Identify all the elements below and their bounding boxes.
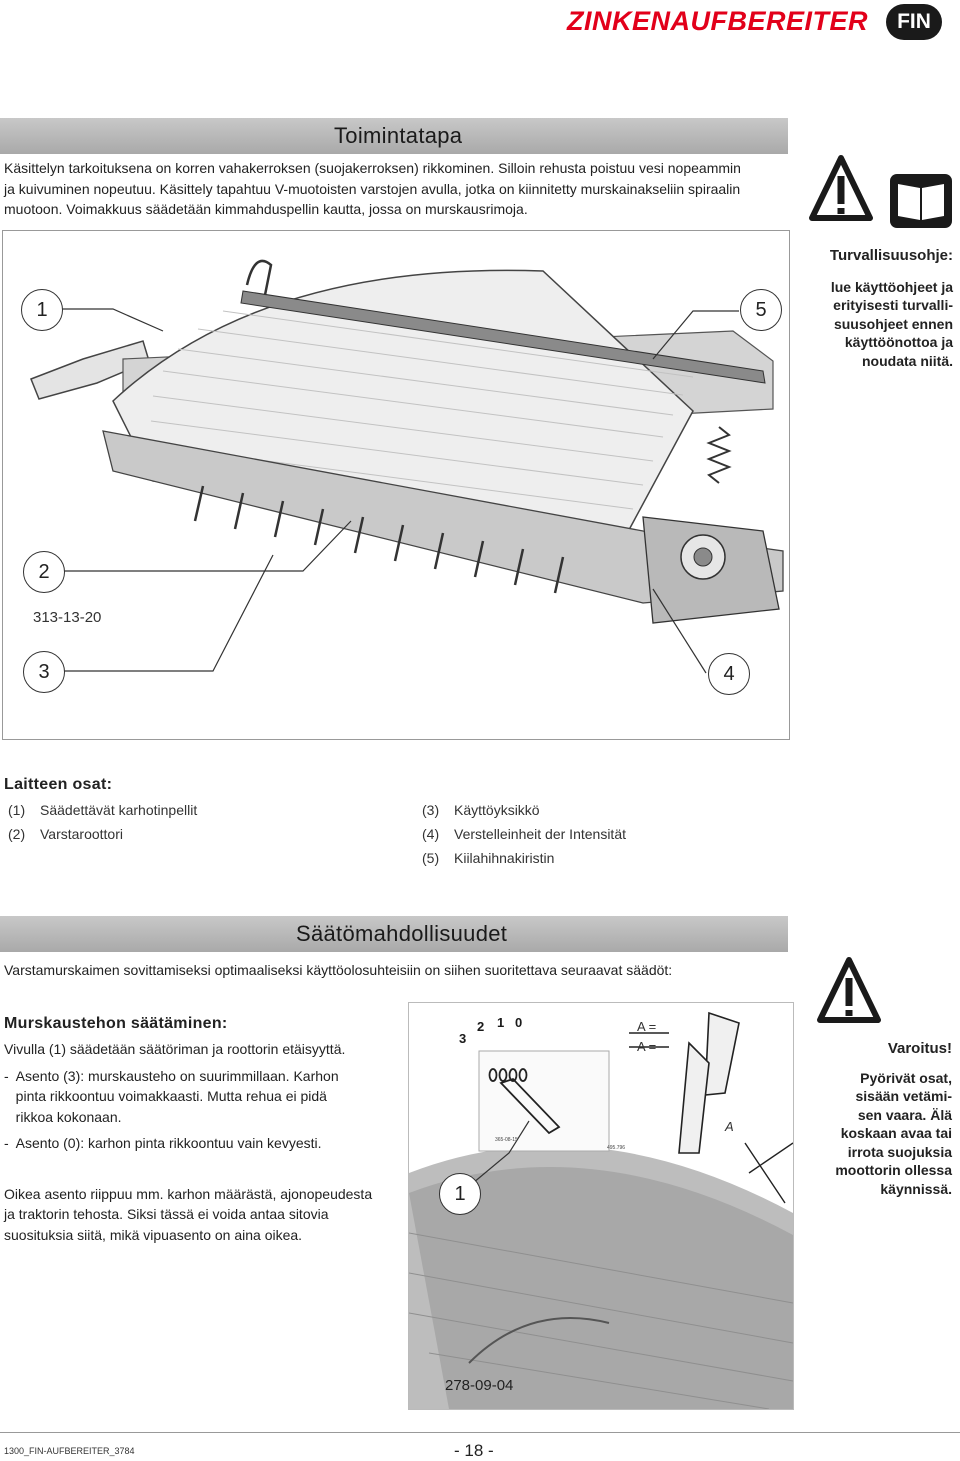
safety-note-title: Turvallisuusohje: <box>829 247 953 264</box>
inset-code-2: 495.796 <box>607 1145 626 1151</box>
safety-note-line: käyttöönottoa ja <box>844 334 953 350</box>
part-item-1: (1)Säädettävät karhotinpellit <box>8 802 198 818</box>
position-0-label: 0 <box>515 1015 523 1030</box>
safety-note-line: erityisesti turvalli- <box>833 297 953 313</box>
warning-triangle-icon <box>809 155 873 221</box>
intro-line: ja kuivuminen nopeutuu. Käsittely tapaht… <box>4 180 741 197</box>
position-2-label: 2 <box>477 1019 485 1034</box>
warning-line: sisään vetämi- <box>855 1088 953 1104</box>
language-badge: FIN <box>886 4 942 40</box>
adjust-bullet-2: - Asento (0): karhon pinta rikkoontuu va… <box>4 1135 322 1151</box>
intro-line: Käsittelyn tarkoituksena on korren vahak… <box>4 160 741 176</box>
adjust-bullet-1: - Asento (3): murskausteho on suurimmill… <box>4 1067 339 1125</box>
warning-triangle-icon <box>817 957 881 1023</box>
warning-line: Pyörivät osat, <box>860 1069 952 1086</box>
section2-intro: Varstamurskaimen sovittamiseksi optimaal… <box>4 962 673 978</box>
figure-intensity-adjust: 3 2 1 0 A = A = A 365-08-15 495.796 1 27… <box>408 1002 794 1410</box>
warning-line: koskaan avaa tai <box>840 1125 952 1141</box>
callout-4: 4 <box>708 653 750 695</box>
callout-3: 3 <box>23 651 65 693</box>
safety-note-line: suusohjeet ennen <box>833 315 953 332</box>
position-1-label: 1 <box>497 1015 505 1030</box>
adjust-line: Vivulla (1) säädetään säätöriman ja root… <box>4 1041 346 1057</box>
distance-a-label-1: A = <box>637 1019 657 1034</box>
document-title: ZINKENAUFBEREITER <box>566 6 868 36</box>
warning-note: Varoitus! Pyörivät osat, sisään vetämi- … <box>800 1040 952 1198</box>
figure-code: 313-13-20 <box>33 609 102 626</box>
part-item-2: (2)Varstaroottori <box>8 826 123 842</box>
callout-5: 5 <box>740 289 782 331</box>
position-3-label: 3 <box>459 1031 467 1046</box>
inset-code-1: 365-08-15 <box>495 1137 518 1143</box>
safety-note-line: lue käyttöohjeet ja <box>830 278 953 295</box>
parts-title: Laitteen osat: <box>4 776 113 793</box>
section-title: Toimintatapa <box>334 123 463 148</box>
warning-line: sen vaara. Älä <box>857 1106 952 1123</box>
part-item-5: (5)Kiilahihnakiristin <box>422 850 555 866</box>
part-item-3: (3)Käyttöyksikkö <box>422 802 540 818</box>
part-item-4: (4)Verstelleinheit der Intensität <box>422 826 626 842</box>
conditioner-illustration <box>30 259 784 674</box>
callout-1: 1 <box>21 289 63 331</box>
warning-line: moottorin ollessa <box>835 1162 952 1178</box>
page-number: - 18 - <box>454 1441 494 1460</box>
intensity-lever-illustration <box>409 1011 793 1409</box>
distance-a-label-2: A = <box>637 1039 657 1054</box>
figure-conditioner-overview: 1 2 3 4 5 313-13-20 <box>2 230 790 740</box>
footer-code: 1300_FIN-AUFBEREITER_3784 <box>4 1446 135 1456</box>
distance-a-mark: A <box>725 1119 734 1134</box>
figure-code: 278-09-04 <box>445 1377 514 1394</box>
safety-note: Turvallisuusohje: lue käyttöohjeet ja er… <box>795 247 953 370</box>
intro-line: muotoon. Voimakkuus säädetään kimmahdusp… <box>4 201 528 217</box>
manual-book-icon <box>890 174 952 228</box>
section-title: Säätömahdollisuudet <box>296 921 508 946</box>
section-header-saatomahdollisuudet: Säätömahdollisuudet <box>0 916 788 952</box>
warning-line: käynnissä. <box>880 1180 952 1197</box>
lever-callout-1: 1 <box>439 1173 481 1215</box>
footer-divider <box>0 1432 960 1433</box>
callout-2: 2 <box>23 551 65 593</box>
adjust-description: Vivulla (1) säädetään säätöriman ja root… <box>4 1039 380 1245</box>
warning-line: irrota suojuksia <box>847 1143 952 1160</box>
safety-note-line: noudata niitä. <box>862 352 953 369</box>
adjust-final: Oikea asento riippuu mm. karhon määrästä… <box>4 1185 373 1243</box>
warning-title: Varoitus! <box>887 1040 952 1057</box>
intro-paragraph: Käsittelyn tarkoituksena on korren vahak… <box>4 158 794 220</box>
adjust-title: Murskaustehon säätäminen: <box>4 1015 228 1032</box>
section-header-toimintatapa: Toimintatapa <box>0 118 788 154</box>
